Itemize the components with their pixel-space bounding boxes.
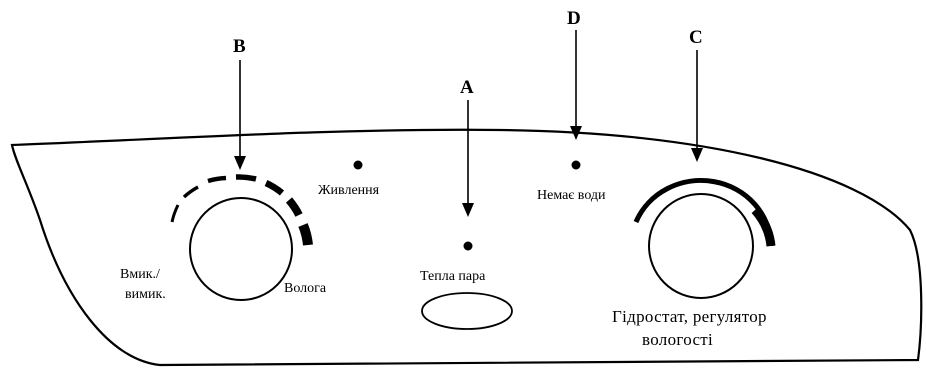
no-water-label: Немає води [537, 188, 606, 203]
warm-steam-label: Тепла пара [420, 269, 486, 284]
humidity-knob[interactable] [170, 174, 313, 301]
callout-arrow-d [570, 30, 582, 140]
warm-steam-button[interactable] [421, 292, 513, 330]
hygrostat-label-line2: вологості [642, 330, 713, 349]
on-off-label-line2: вимик. [125, 287, 166, 302]
hygrostat-label-line1: Гідростат, регулятор [612, 307, 767, 326]
power-label: Живлення [318, 183, 380, 198]
power-indicator-light [353, 160, 363, 170]
hygrostat-knob[interactable] [633, 177, 776, 299]
callout-c-letter: C [689, 27, 703, 48]
callout-arrow-b [234, 60, 246, 170]
callout-arrow-c [691, 50, 703, 162]
callout-arrow-a [462, 100, 474, 217]
on-off-label-line1: Вмик./ [120, 267, 160, 282]
humidity-label: Вологa [284, 281, 327, 296]
callout-d-letter: D [567, 8, 581, 29]
warm-steam-indicator-light [463, 241, 473, 251]
callout-a-letter: A [460, 77, 474, 98]
callout-b-letter: B [233, 36, 246, 57]
no-water-indicator-light [571, 160, 581, 170]
panel-outline [10, 128, 923, 367]
